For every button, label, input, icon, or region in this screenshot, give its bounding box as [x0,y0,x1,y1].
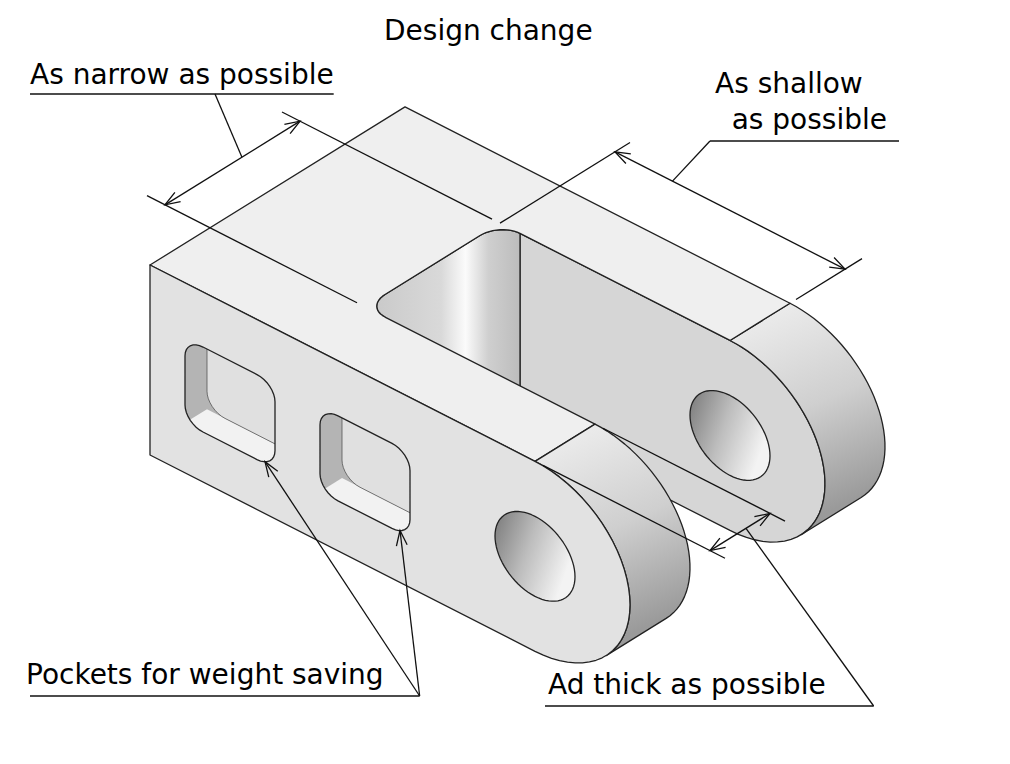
pocket-outline [320,414,410,531]
arrowhead [710,538,726,550]
extension-line [147,196,357,303]
leader-line [215,94,242,157]
pocket-floor [342,400,432,517]
leader-line [400,531,420,697]
rounded-end [730,303,885,534]
label-underline [30,93,334,94]
front-face [150,265,630,663]
arrowhead [284,121,300,133]
weight-pocket [320,400,432,538]
label-underline [710,140,899,141]
title: Design change [384,14,593,48]
arrowhead [165,192,181,204]
arrowhead [615,152,631,164]
label-underline [545,705,874,706]
dimension-note: As shallow as possible [715,66,887,138]
pin-hole [690,391,770,481]
leader-lines [30,94,899,706]
dimension-note: Ad thick as possible [548,668,826,702]
label-underline [30,695,420,696]
dimension-line [615,152,845,269]
weight-pocket [185,331,297,469]
top-face [150,107,790,461]
arrowhead [396,531,407,547]
dimension-note: As narrow as possible [30,58,334,92]
extension-line [282,112,492,219]
extension-line [796,259,862,300]
arrowhead [754,513,770,525]
arrowhead [265,462,278,477]
pin-hole [495,511,575,601]
dimension-line [710,513,770,550]
dimension-lines [147,112,862,558]
callout-note: Pockets for weight saving [26,658,384,692]
pocket-floor [207,331,297,448]
extension-line [500,143,630,224]
extension-line [543,465,725,558]
arrowhead [829,258,845,270]
pocket-outline [185,345,275,462]
extension-line [603,428,785,521]
leader-line [673,141,711,181]
